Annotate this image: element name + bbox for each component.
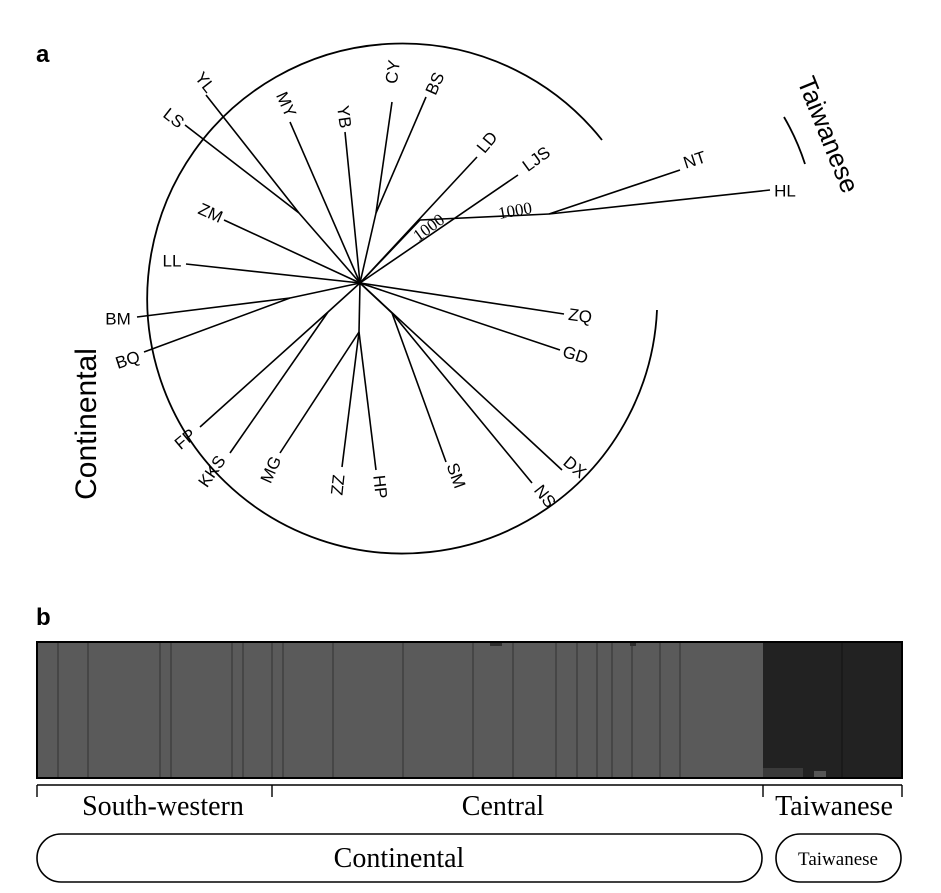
taxon-label: BQ xyxy=(113,347,142,373)
taxon-label: LD xyxy=(473,128,502,157)
taxon-label: ZM xyxy=(195,199,225,226)
continental-group-label: Continental xyxy=(70,348,103,500)
taxon-label: LL xyxy=(163,251,182,270)
central-admixture xyxy=(630,642,636,646)
taxon-label: BM xyxy=(105,309,131,328)
panel-b-label: b xyxy=(36,604,51,631)
taxon-label: LS xyxy=(160,104,188,132)
group-label-continental: Continental xyxy=(334,843,465,874)
taxon-label: LJS xyxy=(519,143,554,176)
taxon-label: CY xyxy=(382,59,404,85)
taxon-label: BS xyxy=(422,69,449,97)
taxon-label: DX xyxy=(559,452,589,482)
taxon-label: NS xyxy=(530,481,560,511)
taxon-label: KKS xyxy=(195,452,230,491)
panel-a-label: a xyxy=(36,41,50,68)
taxon-label: YB xyxy=(333,104,355,129)
taiwanese-group-label: Taiwanese xyxy=(791,72,865,197)
central-admixture xyxy=(490,642,502,646)
taxon-label: SM xyxy=(443,460,470,490)
taxon-label: ZZ xyxy=(327,474,348,497)
taxon-label: NT xyxy=(681,147,708,172)
continental-arc xyxy=(146,42,658,555)
bootstrap-label-2: 1000 xyxy=(497,198,534,223)
taiwanese-admixture xyxy=(814,771,826,778)
taxon-label: GD xyxy=(560,342,590,368)
region-label-south-western: South-western xyxy=(82,791,244,822)
clade-arcs xyxy=(146,42,806,555)
continental-block xyxy=(37,642,763,778)
sample-dividers xyxy=(57,642,843,778)
taxon-label: YL xyxy=(191,68,219,96)
taxon-label: HL xyxy=(774,181,796,200)
group-label-taiwanese: Taiwanese xyxy=(798,849,878,870)
tree-branches xyxy=(136,94,771,484)
bar-plot-frame xyxy=(36,641,903,779)
taiwanese-arc xyxy=(783,116,806,165)
taxon-label: ZQ xyxy=(567,305,593,327)
region-axis xyxy=(36,784,903,797)
region-label-taiwanese: Taiwanese xyxy=(775,791,893,822)
bootstrap-label-1: 1000 xyxy=(409,210,448,245)
taxon-label: MG xyxy=(257,453,285,486)
group-box-taiwanese xyxy=(775,833,902,883)
structure-bar-plot xyxy=(36,641,903,779)
taxon-label: MY xyxy=(272,89,300,120)
taxon-label: HP xyxy=(369,474,390,499)
taiwanese-admixture xyxy=(763,768,803,778)
region-label-central: Central xyxy=(462,791,545,822)
taiwanese-block xyxy=(763,642,902,778)
group-box-continental xyxy=(36,833,763,883)
phylogenetic-tree: Continental Taiwanese 1000 1000 YL MY YB… xyxy=(70,42,865,555)
